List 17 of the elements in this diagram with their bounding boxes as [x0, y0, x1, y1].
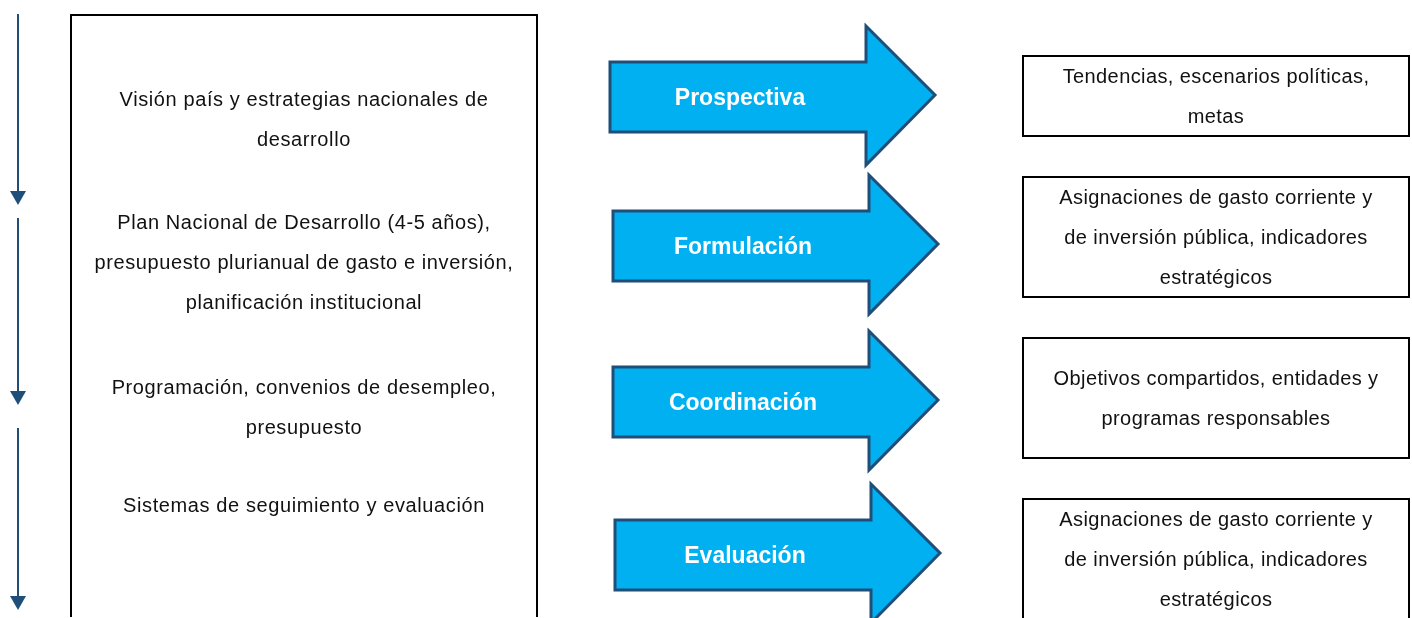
stage-text: Sistemas de seguimiento y evaluación [122, 493, 486, 518]
result-box [1022, 498, 1410, 618]
arrow-label: Prospectiva [674, 83, 806, 111]
arrow-label: Formulación [674, 232, 812, 260]
result-text: Tendencias, escenarios políticas, metas [1061, 64, 1371, 129]
result-text: Asignaciones de gasto corriente y de inversión pública, indicadores estratégicos [1058, 507, 1374, 612]
result-box [1022, 55, 1410, 137]
arrow-label: Coordinación [668, 388, 818, 416]
result-text: Asignaciones de gasto corriente y de inversión pública, indicadores estratégicos [1058, 185, 1374, 290]
result-box [1022, 337, 1410, 459]
result-text: Objetivos compartidos, entidades y programas responsables [1052, 366, 1380, 431]
stage-text: Plan Nacional de Desarrollo (4-5 años), presupuesto plurianual de gasto e inversión, planificación institucional [93, 210, 515, 315]
stage-text: Programación, convenios de desempleo, presupuesto [110, 375, 498, 440]
result-box [1022, 176, 1410, 298]
arrow-label: Evaluación [684, 541, 806, 569]
stage-box [70, 14, 538, 617]
stage-text: Visión país y estrategias nacionales de desarrollo [118, 87, 490, 152]
